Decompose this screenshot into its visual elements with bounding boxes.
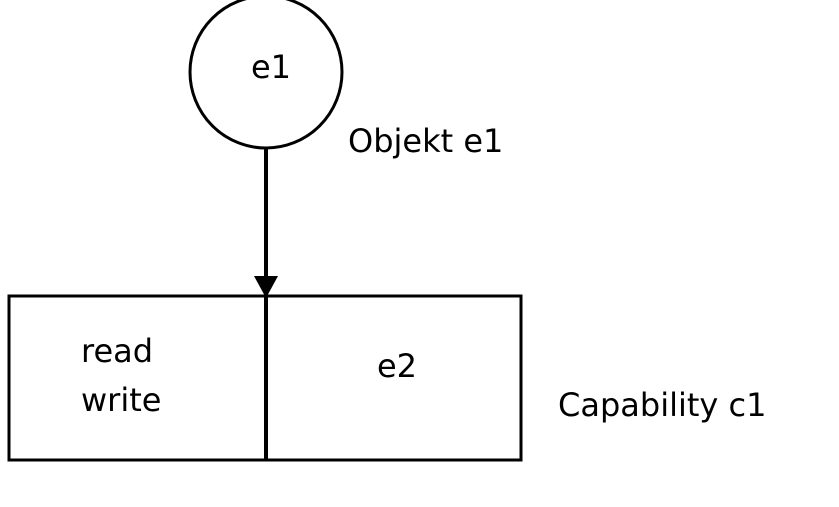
object-caption: Objekt e1: [348, 122, 503, 160]
capability-object-ref: e2: [377, 347, 417, 385]
object-node-label: e1: [251, 48, 291, 86]
capability-rights-read: read: [81, 332, 153, 370]
capability-caption: Capability c1: [558, 386, 766, 424]
reference-arrowhead: [254, 276, 278, 298]
capability-rights-write: write: [81, 381, 161, 419]
